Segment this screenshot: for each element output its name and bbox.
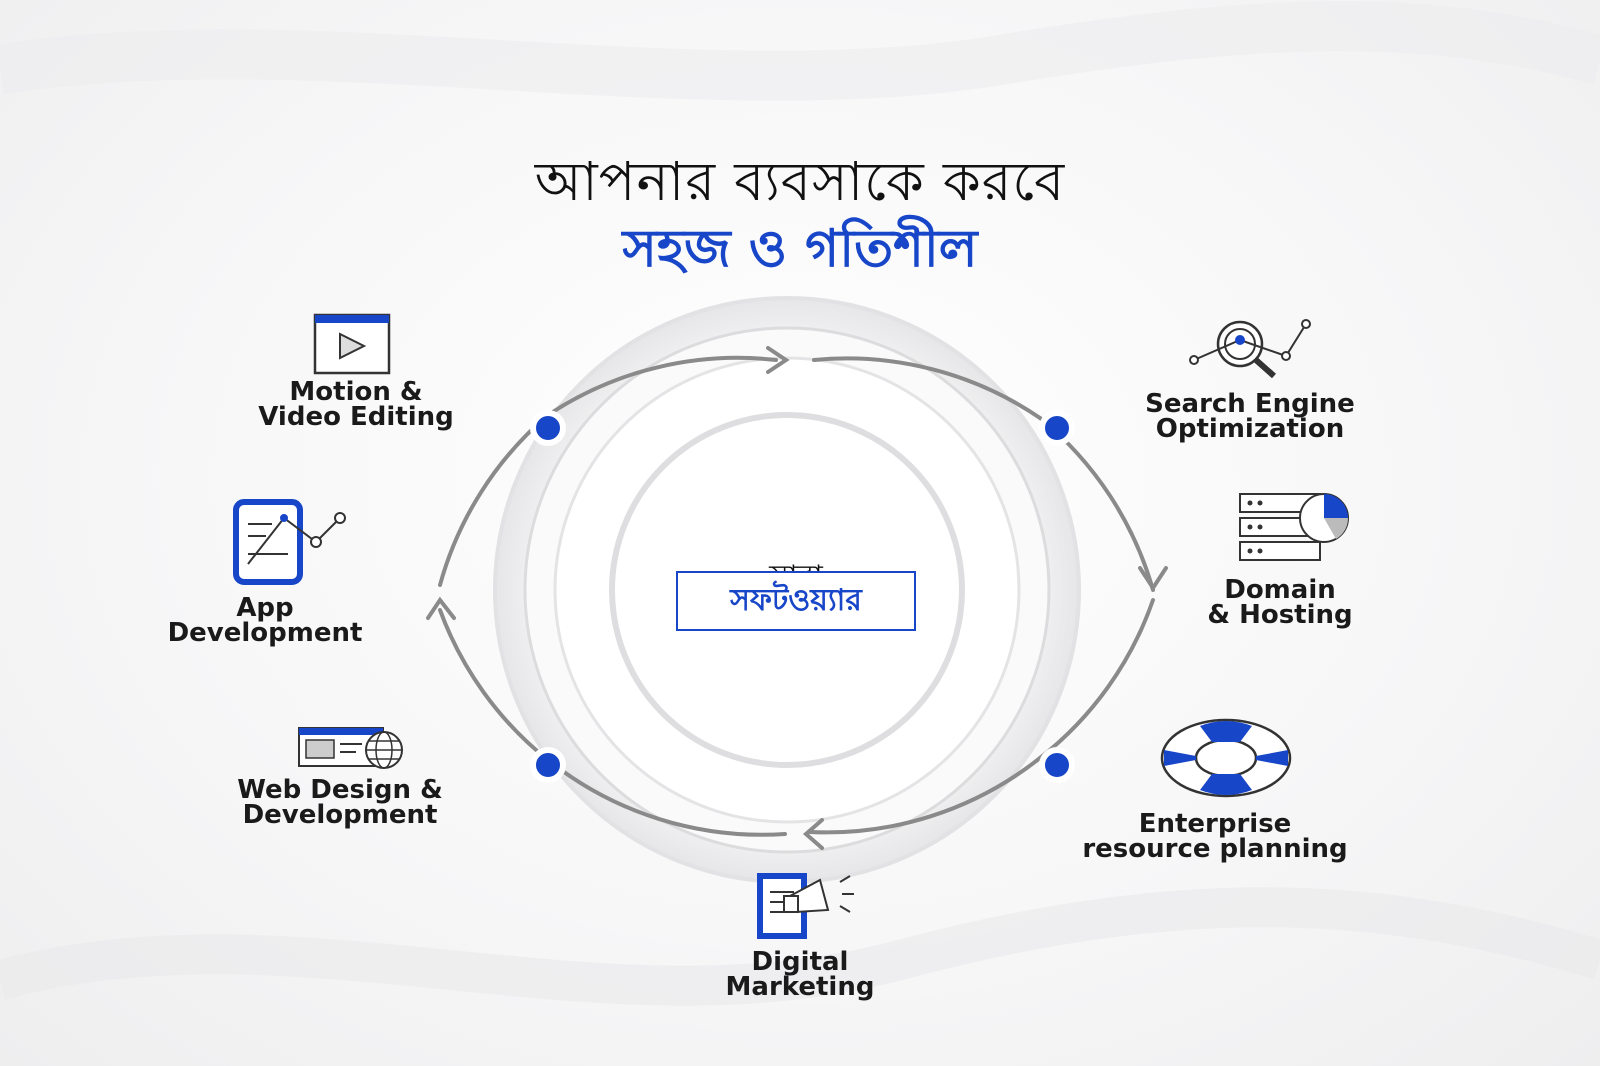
arc-left-upper [438, 413, 550, 587]
service-label-app-development-line1: App [236, 593, 294, 623]
mobile-app-icon [233, 499, 346, 585]
service-label-erp-line2: resource planning [1082, 834, 1348, 864]
megaphone-document-icon [757, 873, 854, 939]
service-label-digital-marketing: Digital Marketing [640, 947, 960, 1002]
service-label-digital-marketing-line2: Marketing [725, 972, 875, 1002]
lifebuoy-icon [1160, 718, 1292, 798]
arrowhead-left [426, 596, 456, 620]
center-brand-box: সফটওয়্যার [676, 571, 916, 631]
arrowhead-bottom [802, 818, 824, 850]
arc-bottom-left [546, 758, 787, 837]
service-label-seo: Search Engine Optimization [1080, 389, 1420, 444]
server-pie-icon [1239, 493, 1349, 561]
arc-top-left [546, 355, 778, 417]
service-label-app-development: App Development [110, 593, 420, 648]
service-label-web-design: Web Design & Development [170, 775, 510, 830]
service-label-erp-line1: Enterprise [1138, 809, 1292, 839]
node-top-right [1039, 410, 1075, 446]
headline-line-2: সহজ ও গতিশীল [622, 219, 978, 279]
headline-line-1: আপনার ব্যবসাকে করবে [534, 150, 1066, 213]
service-label-motion-video-line1: Motion & [289, 377, 423, 407]
service-label-web-design-line1: Web Design & [237, 775, 443, 805]
service-label-seo-line1: Search Engine [1145, 389, 1355, 419]
service-label-motion-video: Motion & Video Editing [196, 377, 516, 432]
node-bottom-right [1039, 747, 1075, 783]
arrowhead-right [1138, 566, 1168, 592]
service-label-motion-video-line2: Video Editing [258, 402, 454, 432]
arc-left-lower [438, 608, 550, 762]
arrowhead-top [766, 346, 790, 374]
service-label-domain-hosting: Domain & Hosting [1130, 575, 1430, 630]
web-globe-icon [298, 727, 403, 769]
magnifier-graph-icon [1189, 319, 1311, 379]
service-label-seo-line2: Optimization [1155, 414, 1345, 444]
service-label-erp: Enterprise resource planning [1030, 809, 1400, 864]
video-play-icon [313, 313, 391, 375]
arc-top-right [812, 356, 1042, 420]
service-label-domain-hosting-line1: Domain [1224, 575, 1336, 605]
service-label-domain-hosting-line2: & Hosting [1207, 600, 1353, 630]
arc-right-lower [1038, 598, 1155, 760]
center-brand-name: সফটওয়্যার [730, 582, 862, 618]
arc-bottom-right [808, 756, 1042, 835]
node-bottom-left [530, 747, 566, 783]
service-label-digital-marketing-line1: Digital [751, 947, 849, 977]
service-label-web-design-line2: Development [242, 800, 438, 830]
node-top-left [530, 410, 566, 446]
service-label-app-development-line2: Development [167, 618, 363, 648]
